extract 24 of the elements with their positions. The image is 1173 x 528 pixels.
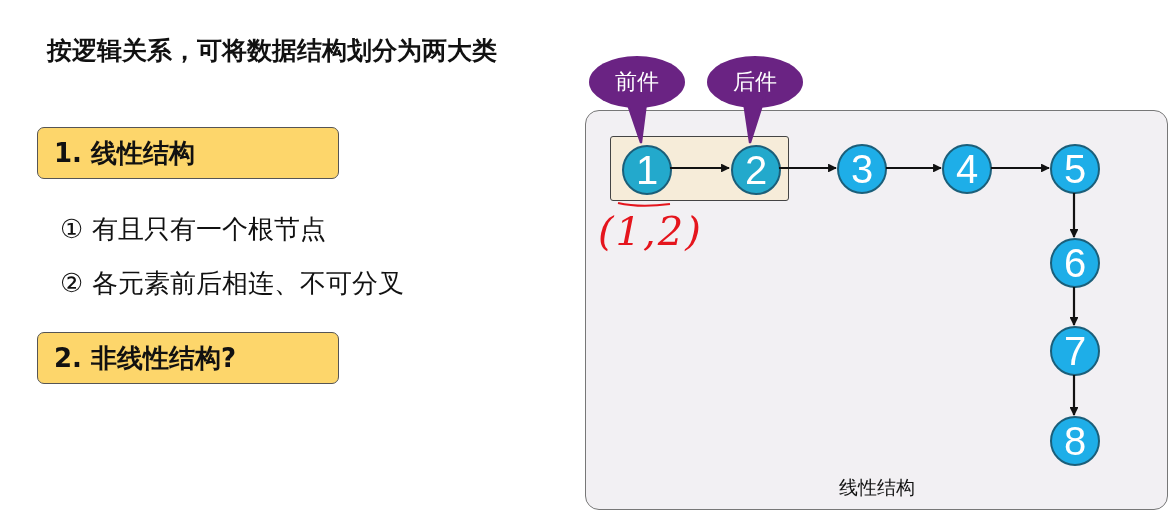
node-circle: 3 — [837, 144, 887, 194]
list-item: ① 有且只有一个根节点 — [60, 213, 326, 246]
section-heading: 1. 线性结构 — [37, 127, 339, 179]
section-heading: 2. 非线性结构? — [37, 332, 339, 384]
node-circle: 8 — [1050, 416, 1100, 466]
arrow — [991, 163, 1050, 173]
arrow — [1069, 375, 1079, 416]
title: 按逻辑关系，可将数据结构划分为两大类 — [47, 35, 497, 67]
node-circle: 6 — [1050, 238, 1100, 288]
node-circle: 7 — [1050, 326, 1100, 376]
list-item: ② 各元素前后相连、不可分叉 — [60, 267, 404, 300]
arrow — [1069, 193, 1079, 238]
panel-caption: 线性结构 — [837, 475, 916, 500]
arrow — [779, 163, 837, 173]
node-circle: 2 — [731, 145, 781, 195]
structure-panel — [585, 110, 1168, 510]
node-circle: 4 — [942, 144, 992, 194]
node-circle: 1 — [622, 145, 672, 195]
node-circle: 5 — [1050, 144, 1100, 194]
arrow — [1069, 287, 1079, 326]
arrow — [670, 163, 730, 173]
handwritten-note: (1,2) — [598, 208, 703, 254]
arrow — [886, 163, 942, 173]
highlight-box — [610, 136, 789, 201]
